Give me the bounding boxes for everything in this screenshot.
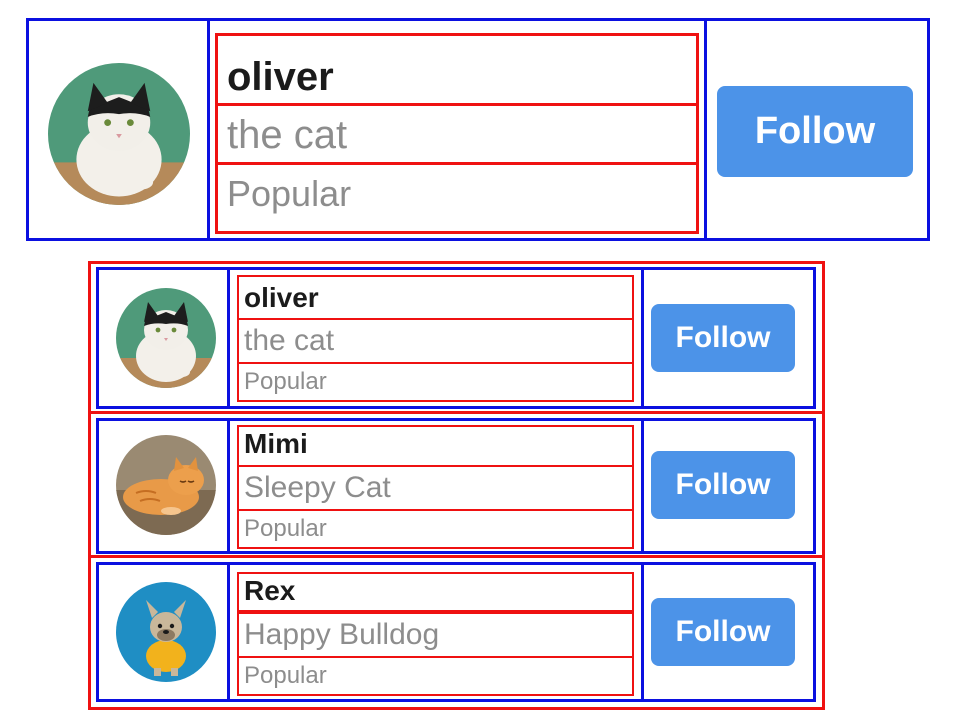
large-text-column [207,18,707,241]
large-follow-button[interactable]: Follow [717,86,913,177]
large-subtitle: the cat [227,113,348,157]
follow-button[interactable]: Follow [651,451,795,519]
tag-cell [237,656,634,696]
list-subtitle: the cat [244,324,335,357]
cat-avatar-icon [116,288,216,388]
list-item-text-column [227,267,644,409]
list-name: oliver [244,282,319,313]
tag-cell [237,362,634,402]
list-subtitle: Sleepy Cat [244,471,391,504]
list-name: Rex [244,575,296,606]
list-item [88,555,825,710]
list-tag: Popular [244,515,327,542]
list-item-text-column [227,562,644,702]
name-cell [237,572,634,612]
list-subtitle: Happy Bulldog [244,618,440,651]
bulldog-avatar-icon [116,582,216,682]
list-tag: Popular [244,662,327,689]
follow-button[interactable]: Follow [651,598,795,666]
list-name: Mimi [244,428,308,459]
tag-cell [237,509,634,549]
cat-avatar-icon [48,63,190,205]
list-tag: Popular [244,368,327,395]
large-subtitle-cell [215,103,699,165]
follow-button[interactable]: Follow [651,304,795,372]
list-item-text-column [227,418,644,554]
large-tag: Popular [227,173,352,214]
orange-cat-avatar-icon [116,435,216,535]
large-name: oliver [227,55,334,99]
